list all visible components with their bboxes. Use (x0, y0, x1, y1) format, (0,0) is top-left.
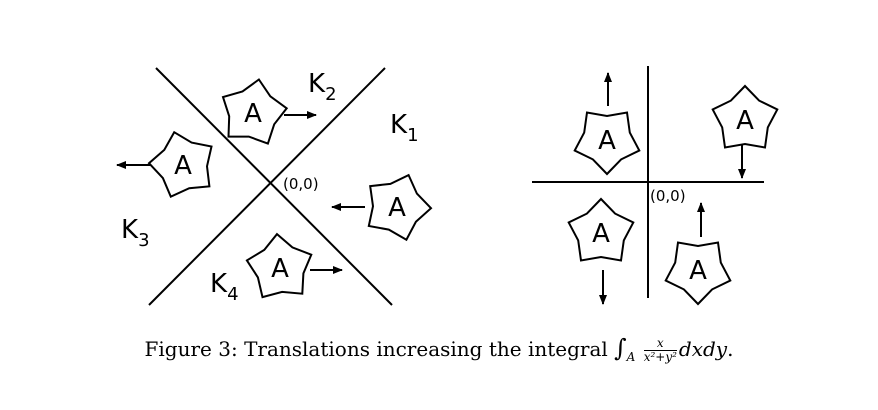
star-shape-a: A (711, 84, 779, 149)
fraction-denominator: x²+y² (643, 350, 677, 364)
region-label-k1: K1 (390, 110, 419, 146)
star-outline (367, 173, 433, 242)
differential: dxdy (678, 337, 728, 361)
caption-text: Translations increasing the integral (244, 337, 608, 361)
shape-label: A (598, 126, 616, 156)
star-outline (567, 197, 635, 262)
caption-prefix: Figure 3: (144, 337, 238, 361)
origin-label-right: (0,0) (650, 187, 686, 205)
star-shape-a: A (573, 111, 641, 176)
shape-label: A (736, 106, 754, 136)
region-label-k4: K4 (210, 269, 239, 305)
star-outline (245, 232, 313, 299)
shape-label: A (689, 256, 707, 286)
shape-label: A (592, 219, 610, 249)
star-shape-a: A (221, 78, 289, 145)
caption-end: . (727, 337, 734, 361)
star-outline (711, 84, 779, 149)
region-label-k2: K2 (308, 69, 337, 105)
integral-subscript: A (626, 350, 636, 364)
star-shape-a: A (147, 130, 213, 199)
star-shape-a: A (245, 232, 313, 299)
star-outline (147, 130, 213, 199)
fraction-numerator: x (643, 337, 677, 351)
star-outline (221, 78, 289, 145)
region-label-k3: K3 (121, 215, 150, 251)
shape-label: A (388, 193, 406, 223)
figure-caption: Figure 3: Translations increasing the in… (0, 334, 878, 364)
star-shape-a: A (664, 241, 732, 306)
integral-symbol: ∫ (614, 334, 627, 362)
diagonal-line-up (148, 67, 386, 306)
figure-diagram: K2 K1 K3 K4 (0,0) (0,0) A A A A A A A A (116, 66, 779, 306)
star-shape-a: A (567, 197, 635, 262)
shape-label: A (271, 254, 289, 284)
origin-label-left: (0,0) (283, 175, 319, 193)
star-outline (573, 111, 641, 176)
shape-label: A (244, 99, 262, 129)
diagonal-line-down (155, 67, 393, 306)
shape-label: A (174, 151, 192, 181)
star-shape-a: A (367, 173, 433, 242)
star-outline (664, 241, 732, 306)
